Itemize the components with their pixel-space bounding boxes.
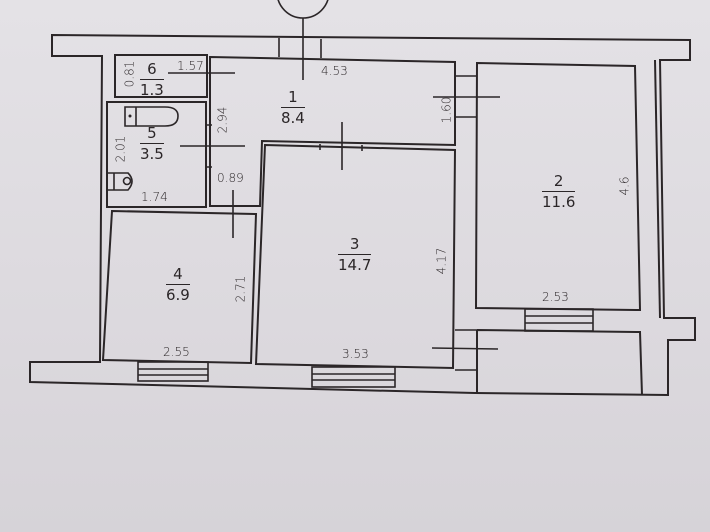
room-3-outline [254,143,457,370]
room-5-number: 5 [140,124,164,144]
room-4-width: 2.55 [163,345,190,359]
room-1-area: 8.4 [281,109,305,127]
outer-wall [29,33,696,397]
balcony-outline [476,329,643,396]
room-1-side: 1.60 [439,96,454,124]
door-entrance [278,38,322,58]
room-5-area: 3.5 [140,145,164,163]
room-2-height: 4.6 [617,176,632,196]
room-2-number: 2 [542,172,576,192]
room-1-height: 2.94 [215,106,230,134]
room-1-number: 1 [281,88,305,108]
room-4-outline [101,209,258,365]
room-1-width: 4.53 [321,64,348,78]
room-2-width: 2.53 [542,290,569,304]
room-1-outline [209,55,456,207]
bathtub-icon [124,106,179,127]
door-axis-balcony [431,347,499,350]
room-5-outline [106,101,207,208]
window-room4 [137,361,209,382]
room-2-outline [474,61,642,312]
room-3-height: 4.17 [434,247,449,275]
room-2-area: 11.6 [542,193,576,211]
window-room3 [311,366,396,388]
room-4-area: 6.9 [166,286,190,304]
room-4-number: 4 [166,265,190,285]
room-6-outline [114,54,208,98]
room-6-height: 0.81 [122,60,137,88]
room-5-label: 5 3.5 [140,124,164,163]
corridor-width: 0.89 [217,171,244,185]
room-2-label: 2 11.6 [542,172,576,211]
room-3-number: 3 [338,235,372,255]
room-3-area: 14.7 [338,256,372,274]
room-6-label: 6 1.3 [140,60,164,99]
room-4-label: 4 6.9 [166,265,190,304]
drain-icon [128,114,132,118]
room-5-width: 1.74 [141,190,168,204]
room-3-label: 3 14.7 [338,235,372,274]
room-4-height: 2.71 [233,275,248,303]
entrance-marker-icon [277,0,329,19]
room-6-width: 1.57 [177,59,204,73]
room-6-number: 6 [140,60,164,80]
window-room2 [524,308,594,332]
room-1-label: 1 8.4 [281,88,305,127]
room-5-height: 2.01 [113,135,128,163]
toilet-icon [107,172,133,191]
room-3-width: 3.53 [342,347,369,361]
room-6-area: 1.3 [140,81,164,99]
